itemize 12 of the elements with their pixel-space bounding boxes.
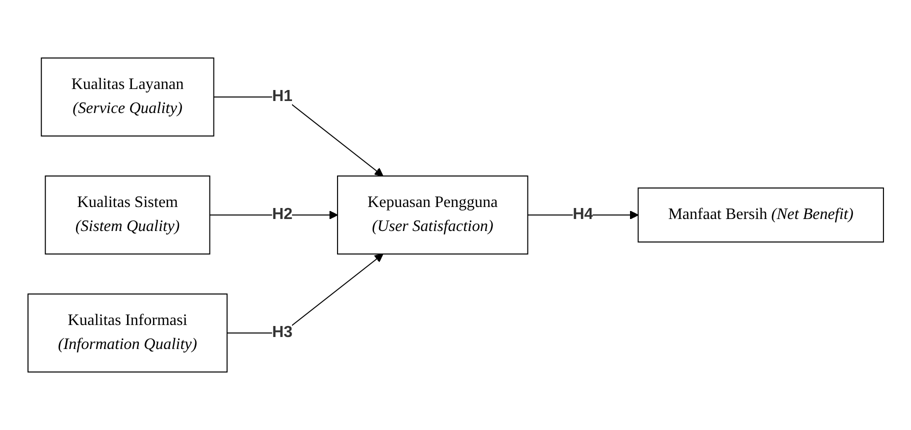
node-box: Manfaat Bersih (Net Benefit): [637, 188, 884, 242]
node-box: Kepuasan Pengguna (User Satisfaction): [336, 176, 528, 254]
edge-label: H2: [272, 206, 292, 223]
node-box: Kualitas Informasi (Information Quality): [27, 294, 228, 372]
arrow: [226, 254, 384, 334]
arrow: [213, 96, 384, 176]
edge-label: H3: [272, 324, 292, 341]
arrow: [209, 210, 338, 220]
edge-label: H1: [272, 88, 292, 105]
edge-label: H4: [572, 206, 593, 223]
node-box: Kualitas Sistem (Sistem Quality): [44, 176, 210, 254]
node-box: Kualitas Layanan (Service Quality): [40, 58, 214, 136]
